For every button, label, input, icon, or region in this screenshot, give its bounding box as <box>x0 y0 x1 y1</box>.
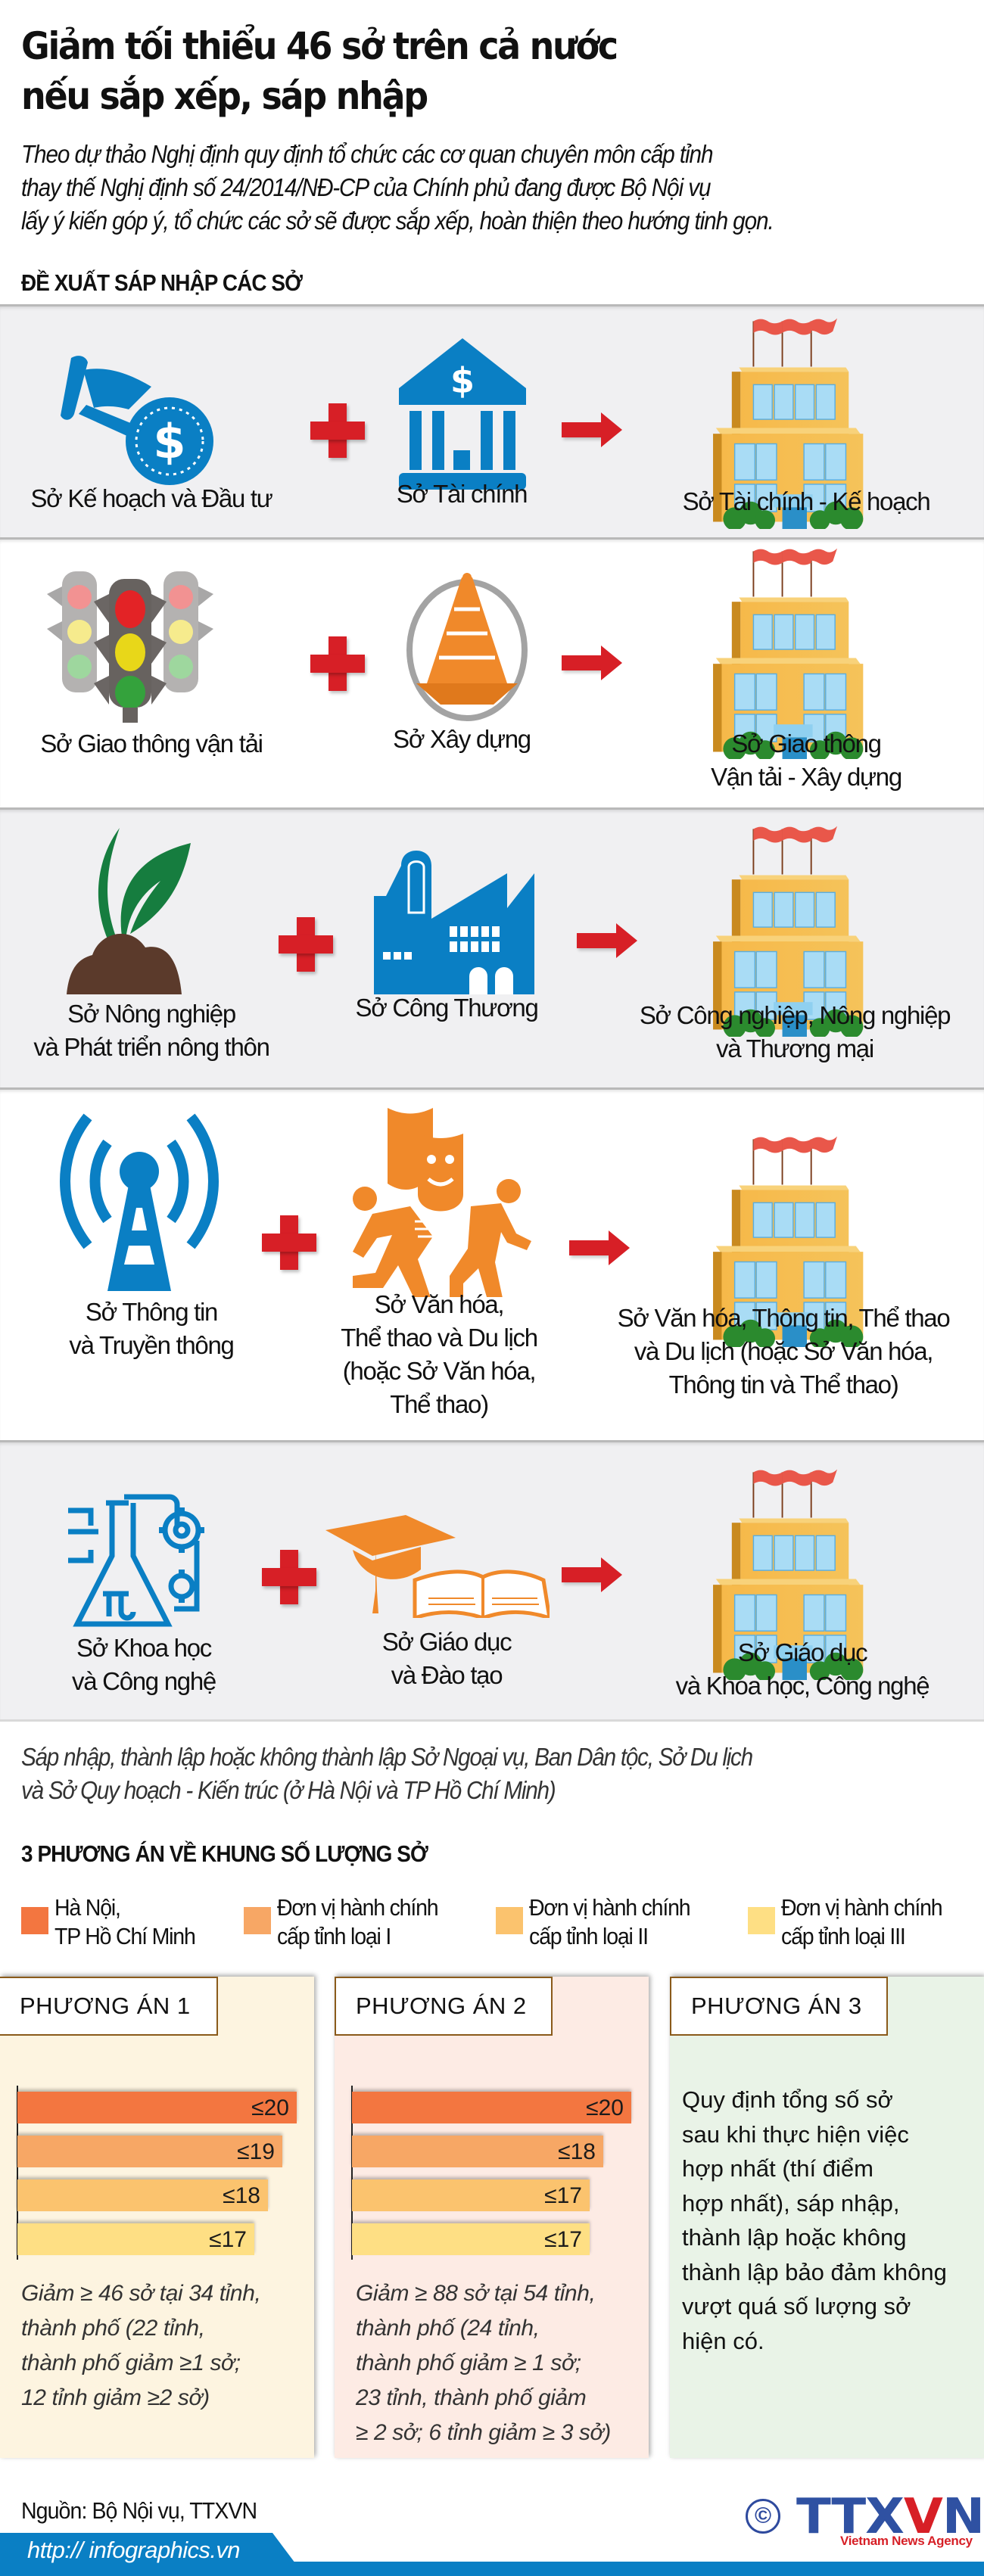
logo-tagline: Vietnam News Agency <box>840 2534 973 2548</box>
legend-swatch <box>496 1907 523 1934</box>
merged-department-label: Sở Công nghiệp, Nông nghiệp và Thương mạ… <box>639 1001 951 1062</box>
arrow-right-icon <box>569 1230 630 1265</box>
science-flask-gears-icon <box>68 1494 204 1627</box>
legend-item-hanoi-hcmc: Hà Nội,TP Hồ Chí Minh <box>21 1893 207 1951</box>
bar-type-2: ≤18 <box>17 2179 268 2211</box>
option-panel-1: PHƯƠNG ÁN 1 ≤20 ≤19 ≤18 ≤17 Giảm ≥ 46 sở… <box>0 1977 314 2458</box>
note-line: Sáp nhập, thành lập hoặc không thành lập… <box>21 1743 753 1771</box>
bank-icon: $ <box>399 338 526 490</box>
website-link[interactable]: http:// infographics.vn <box>27 2537 240 2563</box>
legend-label: Hà Nội,TP Hồ Chí Minh <box>54 1894 196 1949</box>
merged-department-label: Sở Giao thông Vận tải - Xây dựng <box>711 730 902 791</box>
legend-swatch <box>748 1907 775 1934</box>
bar-axis <box>17 2086 18 2260</box>
svg-text:$: $ <box>450 360 475 401</box>
bar-type-3: ≤17 <box>17 2223 254 2255</box>
plus-icon <box>310 403 365 458</box>
graduation-cap-book-icon <box>325 1515 550 1618</box>
left-department-label: Sở Khoa học và Công nghệ <box>72 1634 216 1695</box>
merger-row-1: $ Sở Kế hoạch và Đầu tư $ Sở Tài chính S… <box>0 304 984 537</box>
copyright-icon: © <box>746 2499 780 2534</box>
option-panel-2: PHƯƠNG ÁN 2 ≤20 ≤18 ≤17 ≤17 Giảm ≥ 88 sở… <box>335 1977 649 2458</box>
option-title: PHƯƠNG ÁN 3 <box>670 1977 888 2036</box>
bar-type-3: ≤17 <box>352 2223 590 2255</box>
plus-icon <box>262 1550 316 1604</box>
left-department-label: Sở Thông tin và Truyền thông <box>69 1298 234 1359</box>
factory-icon <box>374 851 534 994</box>
traffic-light-icon <box>47 571 213 723</box>
bar-type-2: ≤17 <box>352 2179 590 2211</box>
option-description: Giảm ≥ 46 sở tại 34 tỉnh, thành phố (22 … <box>21 2281 261 2410</box>
merger-row-4: Sở Thông tin và Truyền thông Sở Văn hóa,… <box>0 1087 984 1440</box>
traffic-cone-icon <box>406 573 528 721</box>
title-line-2: nếu sắp xếp, sáp nhập <box>21 74 428 118</box>
bar-type-1: ≤19 <box>17 2136 282 2167</box>
lede-paragraph: Theo dự thảo Nghị định quy định tổ chức … <box>21 138 975 238</box>
plus-icon <box>279 917 333 972</box>
left-department-label: Sở Kế hoạch và Đầu tư <box>30 484 272 512</box>
hand-coin-icon: $ <box>61 356 213 485</box>
svg-text:$: $ <box>153 414 185 469</box>
logo-n: N <box>942 2489 984 2545</box>
plus-icon <box>310 636 365 691</box>
legend-swatch <box>244 1907 271 1934</box>
arrow-right-icon <box>562 1557 622 1592</box>
middle-department-label: Sở Văn hóa, Thể thao và Du lịch (hoặc Sở… <box>341 1290 538 1418</box>
url-tab <box>0 2533 295 2576</box>
middle-department-label: Sở Công Thương <box>355 994 538 1022</box>
left-department-label: Sở Nông nghiệp và Phát triển nông thôn <box>33 1000 270 1061</box>
lede-line: thay thế Nghị định số 24/2014/NĐ-CP của … <box>21 173 712 201</box>
logo-v: V <box>903 2489 943 2545</box>
option-description: Quy định tổng số sở sau khi thực hiện vi… <box>682 2086 947 2354</box>
merged-department-label: Sở Văn hóa, Thông tin, Thể thao và Du lị… <box>617 1304 951 1398</box>
option-title: PHƯƠNG ÁN 1 <box>0 1977 218 2036</box>
merged-department-label: Sở Giáo dục và Khoa học, Công nghệ <box>675 1638 930 1700</box>
source-credit: Nguồn: Bộ Nội vụ, TTXVN <box>21 2497 257 2524</box>
middle-department-label: Sở Xây dựng <box>393 725 531 753</box>
merger-row-2: Sở Giao thông vận tải Sở Xây dựng Sở Gia… <box>0 537 984 807</box>
middle-department-label: Sở Giáo dục và Đào tạo <box>381 1628 512 1689</box>
lede-line: Theo dự thảo Nghị định quy định tổ chức … <box>21 140 714 168</box>
option-title: PHƯƠNG ÁN 2 <box>335 1977 553 2036</box>
bar-hanoi-hcmc: ≤20 <box>17 2092 297 2123</box>
plant-sprout-icon <box>67 828 191 994</box>
merger-note: Sáp nhập, thành lập hoặc không thành lập… <box>21 1741 975 1807</box>
options-heading: 3 PHƯƠNG ÁN VỀ KHUNG SỐ LƯỢNG SỞ <box>21 1840 428 1867</box>
radio-tower-icon <box>60 1113 219 1291</box>
theatre-masks-hikers-icon <box>353 1108 531 1297</box>
merged-department-label: Sở Tài chính - Kế hoạch <box>682 487 931 515</box>
note-line: và Sở Quy hoạch - Kiến trúc (ở Hà Nội và… <box>21 1776 556 1804</box>
arrow-right-icon <box>562 646 622 680</box>
middle-department-label: Sở Tài chính <box>396 480 528 508</box>
bar-hanoi-hcmc: ≤20 <box>352 2092 631 2123</box>
logo-ttx: TTX <box>796 2489 905 2545</box>
mergers-heading: ĐỀ XUẤT SÁP NHẬP CÁC SỞ <box>21 269 303 296</box>
bar-axis <box>351 2086 353 2260</box>
option-description: Giảm ≥ 88 sở tại 54 tỉnh, thành phố (24 … <box>356 2281 611 2445</box>
bar-type-1: ≤18 <box>352 2136 603 2167</box>
option-panel-3: PHƯƠNG ÁN 3 Quy định tổng số sở sau khi … <box>670 1977 984 2458</box>
legend-swatch <box>21 1907 48 1934</box>
arrow-right-icon <box>562 412 622 447</box>
merger-row-3: Sở Nông nghiệp và Phát triển nông thôn S… <box>0 807 984 1087</box>
plus-icon <box>262 1215 316 1270</box>
lede-line: lấy ý kiến góp ý, tổ chức các sở sẽ được… <box>21 207 774 235</box>
merger-row-5: Sở Khoa học và Công nghệ Sở Giáo dục và … <box>0 1440 984 1722</box>
title-line-1: Giảm tối thiểu 46 sở trên cả nước <box>21 24 618 68</box>
page-title: Giảm tối thiểu 46 sở trên cả nước nếu sắ… <box>21 21 898 121</box>
ttxvn-logo: TTXVN <box>796 2493 984 2541</box>
arrow-right-icon <box>577 923 637 958</box>
left-department-label: Sở Giao thông vận tải <box>40 730 263 758</box>
